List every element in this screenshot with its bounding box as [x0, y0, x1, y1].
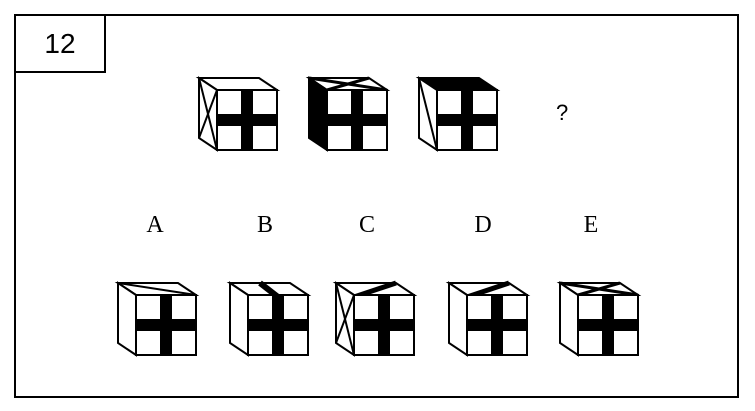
- front-face-plus-horizontal: [327, 114, 387, 126]
- top-face-cross-mark: [577, 281, 621, 297]
- option-label-d[interactable]: D: [474, 212, 492, 238]
- option-label-a[interactable]: A: [146, 212, 164, 238]
- cube-left-face: [448, 281, 468, 357]
- front-face-plus-horizontal: [136, 319, 196, 331]
- front-face-plus-horizontal: [248, 319, 308, 331]
- cube-left-face: [308, 76, 328, 152]
- top-face-diagonal-mark: [117, 282, 197, 296]
- front-face-plus-horizontal: [578, 319, 638, 331]
- missing-cube-marker: ?: [556, 100, 569, 125]
- sequence-cube-2: [305, 76, 391, 152]
- front-face-plus-horizontal: [467, 319, 527, 331]
- cube-left-face: [559, 281, 579, 357]
- cube-left-face: [117, 281, 137, 357]
- sequence-cube-3: [415, 76, 501, 152]
- front-face-plus-horizontal: [217, 114, 277, 126]
- option-cube-d: [445, 280, 531, 357]
- option-cube-c: [332, 280, 418, 357]
- left-face-diagonal-mark: [418, 77, 438, 151]
- sequence-cube-1: [195, 76, 281, 152]
- option-label-e[interactable]: E: [583, 212, 599, 238]
- option-label-b[interactable]: B: [256, 212, 273, 238]
- front-face-plus-horizontal: [354, 319, 414, 331]
- left-face-cross-mark: [335, 294, 355, 344]
- left-face-cross-mark: [198, 89, 218, 139]
- option-cube-b: [226, 280, 312, 357]
- cube-left-face: [229, 281, 249, 357]
- front-face-plus-horizontal: [437, 114, 497, 126]
- option-cube-a: [114, 281, 200, 357]
- top-face-cross-mark: [326, 76, 370, 92]
- option-label-c[interactable]: C: [358, 212, 375, 238]
- question-number: 12: [14, 14, 106, 73]
- option-cube-e: [556, 281, 642, 357]
